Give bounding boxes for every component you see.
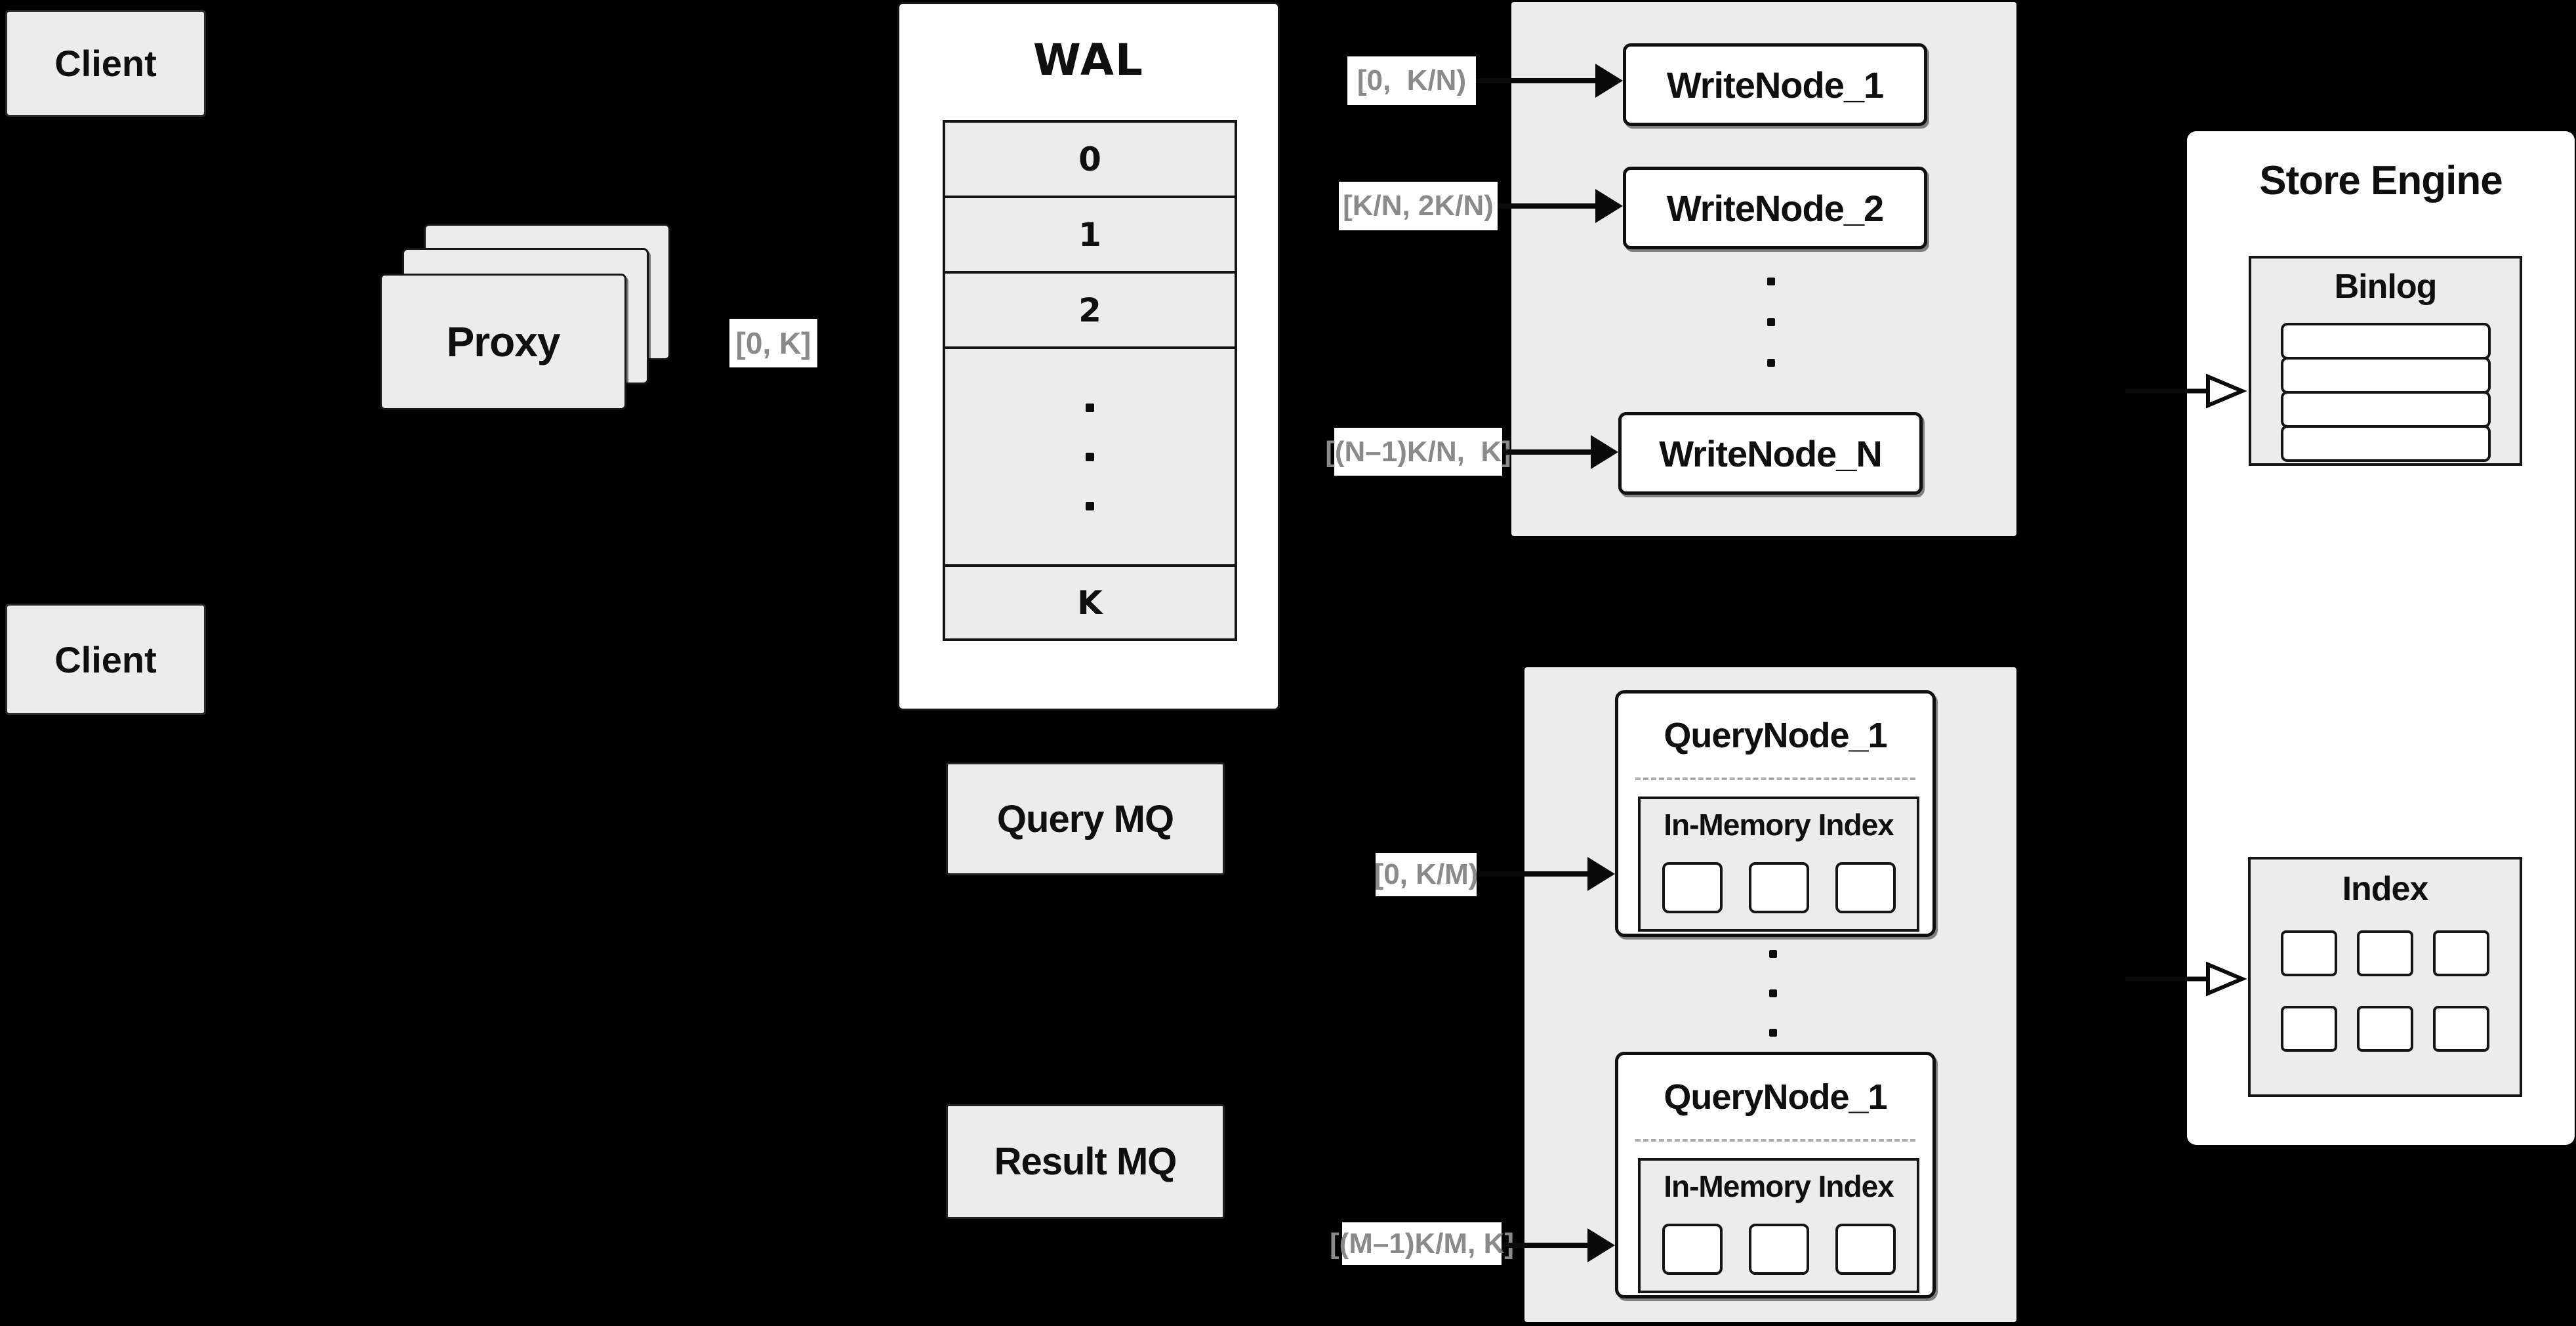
- write-node-2: WriteNode_2: [1623, 167, 1927, 249]
- proxy-label: Proxy: [446, 318, 561, 365]
- client-box-bottom: Client: [5, 604, 206, 715]
- index-slot: [2357, 930, 2413, 976]
- segment-slot: [1748, 1224, 1809, 1275]
- vertical-ellipsis-icon: [1086, 403, 1094, 510]
- write-node-1: WriteNode_1: [1623, 43, 1927, 126]
- vertical-ellipsis-icon: [1769, 950, 1777, 1037]
- range-label-write-n: [(N–1)K/N, K]: [1325, 428, 1511, 476]
- range-label-write-1: [0, K/N): [1347, 56, 1476, 105]
- binlog-slot: [2280, 323, 2491, 360]
- write-node-n-label: WriteNode_N: [1659, 432, 1883, 474]
- arrowhead-solid-icon: [1595, 189, 1623, 223]
- write-node-2-label: WriteNode_2: [1666, 187, 1884, 229]
- result-mq-label: Result MQ: [994, 1140, 1177, 1183]
- query-node-1: QueryNode_1 In-Memory Index: [1615, 690, 1936, 937]
- proxy-box: Proxy: [380, 274, 626, 410]
- arrowhead-hollow-icon: [2206, 373, 2247, 409]
- binlog-box: Binlog: [2249, 256, 2522, 466]
- range-label-write-2: [K/N, 2K/N): [1339, 182, 1498, 230]
- query-node-m: QueryNode_1 In-Memory Index: [1615, 1052, 1936, 1298]
- result-mq-box: Result MQ: [946, 1104, 1225, 1219]
- in-memory-index-box: In-Memory Index: [1638, 797, 1919, 932]
- in-memory-index-box: In-Memory Index: [1638, 1158, 1919, 1293]
- segment-slot: [1662, 862, 1723, 913]
- write-node-1-label: WriteNode_1: [1666, 64, 1884, 106]
- arrowhead-solid-icon: [1587, 857, 1615, 891]
- wal-segment-ellipsis-row: [945, 349, 1235, 567]
- range-label-proxy-to-wal: [0, K]: [729, 319, 817, 367]
- wal-segment-1: 1: [945, 198, 1235, 274]
- in-memory-index-title: In-Memory Index: [1664, 1169, 1894, 1203]
- index-title: Index: [2342, 870, 2429, 908]
- query-mq-box: Query MQ: [946, 762, 1225, 875]
- index-slot: [2281, 1006, 2337, 1052]
- vertical-ellipsis-icon: [1767, 278, 1775, 367]
- index-slot: [2433, 930, 2489, 976]
- segment-slot: [1748, 862, 1809, 913]
- wal-segment-table: 0 1 2 K: [943, 120, 1237, 641]
- wal-segment-k: K: [1077, 583, 1103, 622]
- client-top-label: Client: [54, 43, 157, 84]
- wal-title: WAL: [1033, 34, 1144, 85]
- store-engine-title: Store Engine: [2259, 157, 2503, 203]
- dashed-divider: [1635, 1139, 1915, 1142]
- range-label-query-1: [0, K/M): [1374, 853, 1478, 896]
- query-mq-label: Query MQ: [996, 797, 1174, 840]
- wal-segment-0: 0: [945, 123, 1235, 198]
- index-box: Index: [2248, 857, 2522, 1097]
- segment-slot: [1835, 1224, 1896, 1275]
- wal-segment-2: 2: [945, 274, 1235, 349]
- query-node-1-title: QueryNode_1: [1664, 716, 1887, 755]
- query-node-m-title: QueryNode_1: [1664, 1077, 1887, 1117]
- write-node-n: WriteNode_N: [1618, 412, 1923, 495]
- binlog-title: Binlog: [2334, 268, 2438, 306]
- binlog-slot: [2280, 357, 2491, 394]
- range-label-query-m: [(M–1)K/M, K]: [1330, 1222, 1514, 1265]
- segment-slot: [1835, 862, 1896, 913]
- index-slot: [2357, 1006, 2413, 1052]
- in-memory-index-title: In-Memory Index: [1664, 808, 1894, 842]
- index-slot: [2281, 930, 2337, 976]
- arrowhead-hollow-icon: [2206, 961, 2247, 997]
- client-bottom-label: Client: [54, 638, 157, 680]
- index-slot: [2433, 1006, 2489, 1052]
- binlog-slot: [2280, 425, 2491, 462]
- arrowhead-solid-icon: [1595, 64, 1623, 98]
- dashed-divider: [1635, 777, 1915, 780]
- arrowhead-solid-icon: [1587, 1228, 1615, 1262]
- segment-slot: [1662, 1224, 1723, 1275]
- client-box-top: Client: [5, 10, 206, 117]
- arrowhead-solid-icon: [1591, 435, 1618, 469]
